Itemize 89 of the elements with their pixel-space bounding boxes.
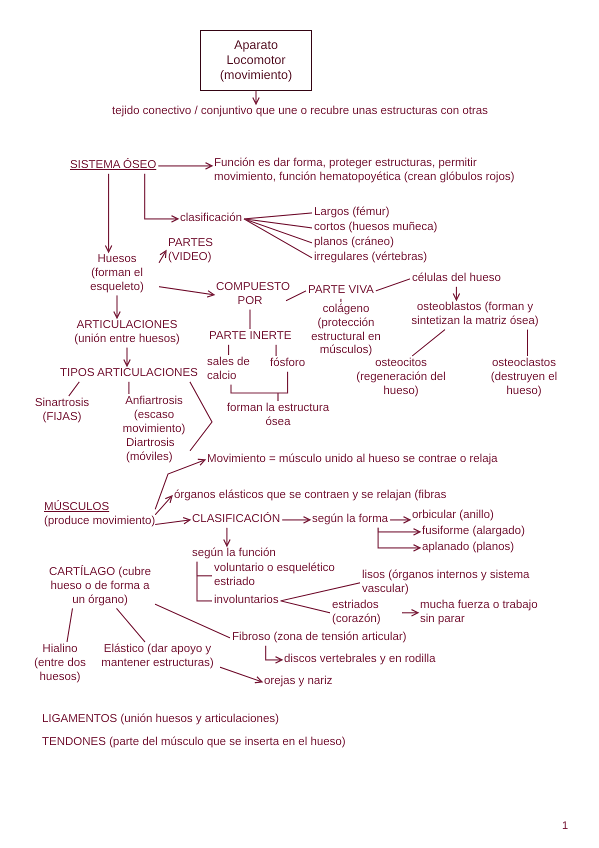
note-text: osteoblastos (forman y sintetizan la matriz ósea)	[400, 300, 550, 330]
connector-line	[376, 278, 410, 292]
arrow	[378, 528, 421, 536]
note-text: (produce movimiento)	[44, 514, 156, 529]
arrow	[154, 495, 173, 516]
page-number: 1	[562, 820, 568, 832]
connector-line	[128, 382, 130, 394]
note-text: Sinartrosis (FIJAS)	[28, 396, 96, 426]
note-text: ARTICULACIONES (unión entre huesos)	[60, 318, 194, 348]
note-text: Largos (fémur)	[312, 205, 392, 221]
connector-line	[280, 582, 360, 602]
arrow	[158, 162, 213, 170]
note-text: fusiforme (alargado)	[420, 524, 527, 540]
connector-line	[412, 329, 446, 356]
heading-text: SISTEMA ÓSEO	[68, 158, 158, 174]
note-text: según la función	[190, 546, 278, 562]
arrow	[155, 516, 191, 526]
note-text: sales de calcio	[205, 355, 257, 385]
connector-line	[280, 600, 330, 614]
note-text: órganos elásticos que se contraen y se relajan (fibras	[172, 488, 448, 504]
connector-line	[154, 604, 230, 638]
note-text: estriados (corazón)	[330, 598, 402, 628]
note-text: forman la estructura ósea	[222, 401, 334, 431]
note-text: discos vertebrales y en rodilla	[282, 652, 438, 668]
arrow	[223, 528, 231, 547]
connector-line	[66, 608, 74, 642]
note-text: Anfiartrosis (escaso movimiento)	[108, 394, 200, 438]
connector-line	[244, 212, 312, 220]
arrow	[154, 458, 206, 510]
connector-line	[526, 330, 528, 356]
connector-line	[276, 344, 277, 356]
arrow	[220, 666, 263, 684]
title-box: Aparato Locomotor (movimiento)	[200, 30, 312, 91]
arrow	[158, 250, 167, 264]
note-text: osteoclastos (destruyen el hueso)	[478, 356, 570, 400]
note-text: Diartrosis (móviles)	[124, 436, 190, 466]
connector-line	[244, 218, 312, 228]
arrow	[144, 174, 179, 223]
note-text: orbicular (anillo)	[410, 508, 496, 524]
arrow	[390, 516, 411, 524]
note-text: involuntarios	[212, 593, 281, 609]
heading-text: LIGAMENTOS (unión huesos y articulaciones)	[40, 712, 281, 728]
note-text: PARTE VIVA	[306, 283, 376, 299]
note-text: CLASIFICACIÓN	[190, 512, 282, 528]
note-text: irregulares (vértebras)	[312, 250, 430, 266]
note-text: PARTE INERTE	[207, 329, 294, 345]
note-text: cortos (huesos muñeca)	[312, 220, 440, 236]
connector-line	[228, 344, 230, 355]
note-text: Función es dar forma, proteger estructuras, permitir movimiento, función hematopoyética (crean glóbulos rojos)	[212, 156, 532, 186]
heading-text: CARTÍLAGO (cubre hueso o de forma a un órgano)	[45, 565, 155, 608]
arrow	[402, 609, 419, 617]
note-text: tejido conectivo / conjuntivo que une o recubre unas estructuras con otras	[110, 104, 490, 120]
note-text: Movimiento = músculo unido al hueso se contrae o relaja	[205, 452, 500, 468]
note-text: Hialino (entre dos huesos)	[25, 642, 95, 686]
connector-line	[196, 562, 212, 602]
arrow	[452, 286, 460, 301]
arrow	[378, 528, 421, 552]
heading-text: MÚSCULOS	[44, 501, 110, 515]
arrow	[282, 516, 311, 524]
note-text: clasificación	[178, 211, 244, 227]
note-text: orejas y nariz	[262, 674, 334, 690]
note-text: aplanado (planos)	[420, 540, 516, 556]
note-text: Elástico (dar apoyo y mantener estructuras)	[95, 642, 220, 672]
note-text: lisos (órganos internos y sistema vascular)	[360, 568, 550, 598]
arrow	[113, 295, 121, 319]
connector-line	[340, 298, 342, 302]
connector-line	[244, 218, 312, 258]
note-text: voluntario o esquelético estriado	[212, 561, 357, 591]
bracket-line	[277, 372, 288, 401]
note-text: según la forma	[310, 512, 390, 528]
connector-line	[249, 310, 251, 329]
connector-line	[189, 382, 213, 452]
arrow	[123, 348, 131, 367]
note-text: PARTES (VIDEO)	[166, 236, 224, 266]
connector-line	[244, 218, 312, 244]
arrow	[104, 174, 112, 253]
arrow	[158, 286, 215, 298]
connector-line	[116, 608, 146, 642]
note-text: Huesos (forman el esqueleto)	[75, 252, 159, 296]
arrow	[265, 646, 283, 664]
note-text: Fibroso (zona de tensión articular)	[230, 630, 408, 646]
note-text: mucha fuerza o trabajo sin parar	[418, 598, 548, 628]
heading-text: TENDONES (parte del músculo que se inserta en el hueso)	[40, 735, 348, 751]
connector-line	[68, 381, 80, 396]
arrow	[252, 91, 260, 105]
note-text: TIPOS ARTICULACIONES	[58, 366, 200, 382]
note-text: células del hueso	[410, 271, 503, 287]
note-text: planos (cráneo)	[312, 235, 396, 251]
connector-line	[286, 290, 306, 302]
